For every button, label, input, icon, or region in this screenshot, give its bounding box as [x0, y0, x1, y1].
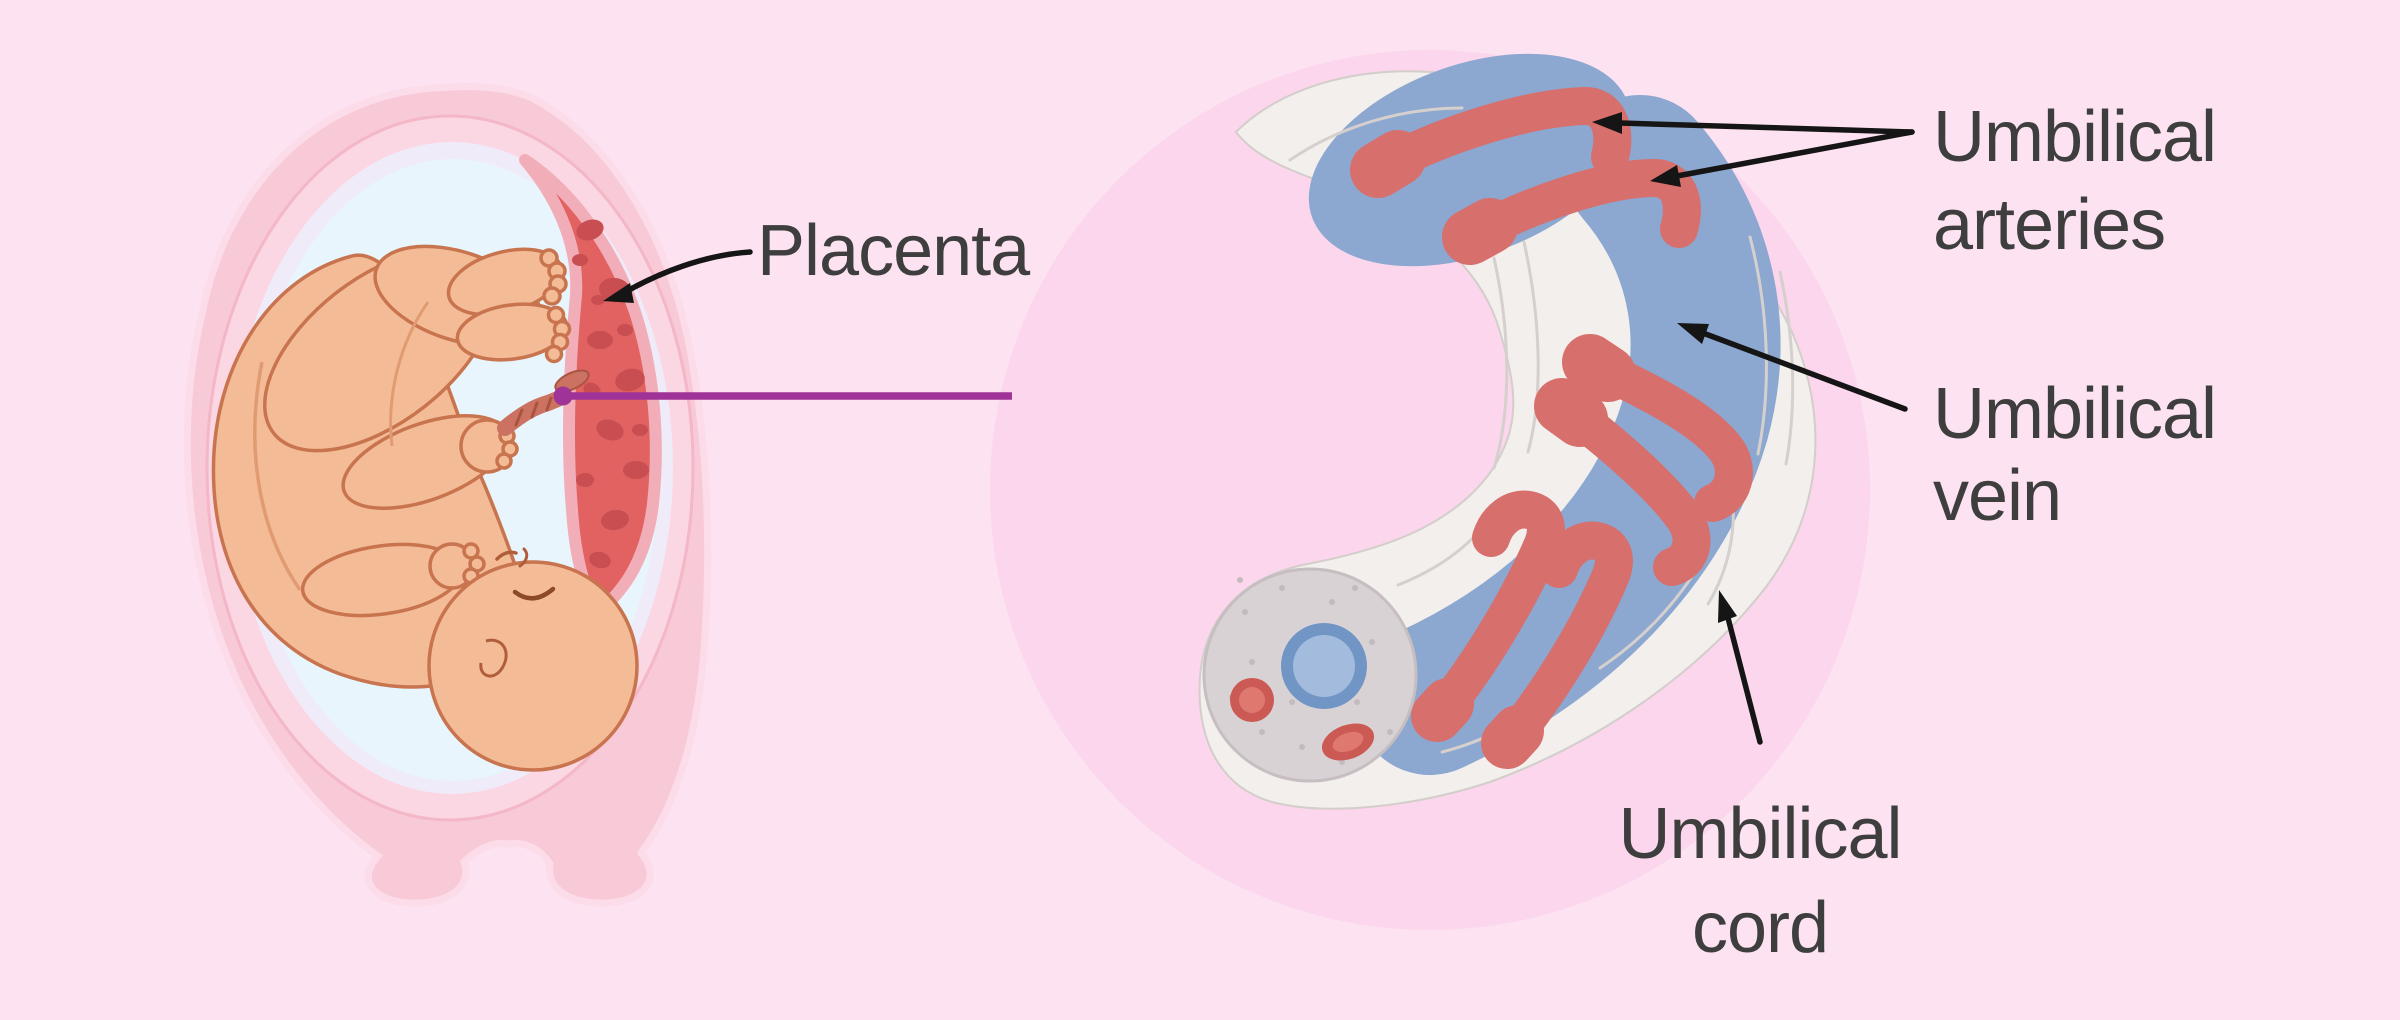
fetus-face [479, 547, 556, 678]
umbilical-cord-label: Umbilical cord [1560, 787, 1960, 975]
cord-cross-section [1202, 567, 1418, 783]
fetus-nose [518, 547, 529, 568]
umbilical-artery-ribbons [1350, 87, 1753, 769]
umbilical-cord-arrow [1718, 590, 1763, 745]
fetus-back-shading [253, 361, 302, 591]
fetus [211, 244, 639, 772]
umbilical-vein-arrow [1677, 323, 1908, 412]
uterus-illustration [183, 83, 712, 907]
magnified-cord-view [990, 50, 1870, 930]
cross-section-speckles [1229, 577, 1393, 765]
placenta-arrow [603, 249, 753, 303]
fetus-ear [479, 638, 508, 678]
umbilical-arteries-arrow-1 [1592, 112, 1915, 135]
magnifier-pointer [553, 386, 1012, 406]
annotation-arrows [603, 112, 1915, 745]
cross-section-arteries [1230, 678, 1375, 761]
umbilical-vein-label-line2: vein [1933, 456, 2062, 536]
placenta-label: Placenta [757, 211, 1030, 291]
umbilical-arteries-label-line1: Umbilical [1933, 97, 2217, 177]
fetus-head [427, 560, 639, 772]
fetus-foot-lower [455, 302, 572, 364]
fetus-eye [512, 586, 556, 601]
umbilical-arteries-label-line2: arteries [1933, 185, 2166, 265]
fetus-mouth [495, 550, 518, 561]
umbilical-vein-label-line1: Umbilical [1933, 374, 2217, 454]
pointer-dot [553, 386, 573, 406]
fetus-second-arm [300, 542, 486, 618]
umbilical-cord-label-line1: Umbilical [1618, 794, 1902, 874]
umbilical-arteries-arrow-2 [1650, 129, 1915, 187]
fetus-foot-upper [446, 247, 568, 317]
fetus-leg-shading [389, 301, 430, 447]
placenta-lobules [572, 219, 649, 569]
umbilical-vein-label: Umbilical vein [1933, 373, 2217, 537]
umbilical-cord-label-line2: cord [1691, 888, 1829, 968]
umbilical-arteries-label: Umbilical arteries [1933, 93, 2217, 269]
